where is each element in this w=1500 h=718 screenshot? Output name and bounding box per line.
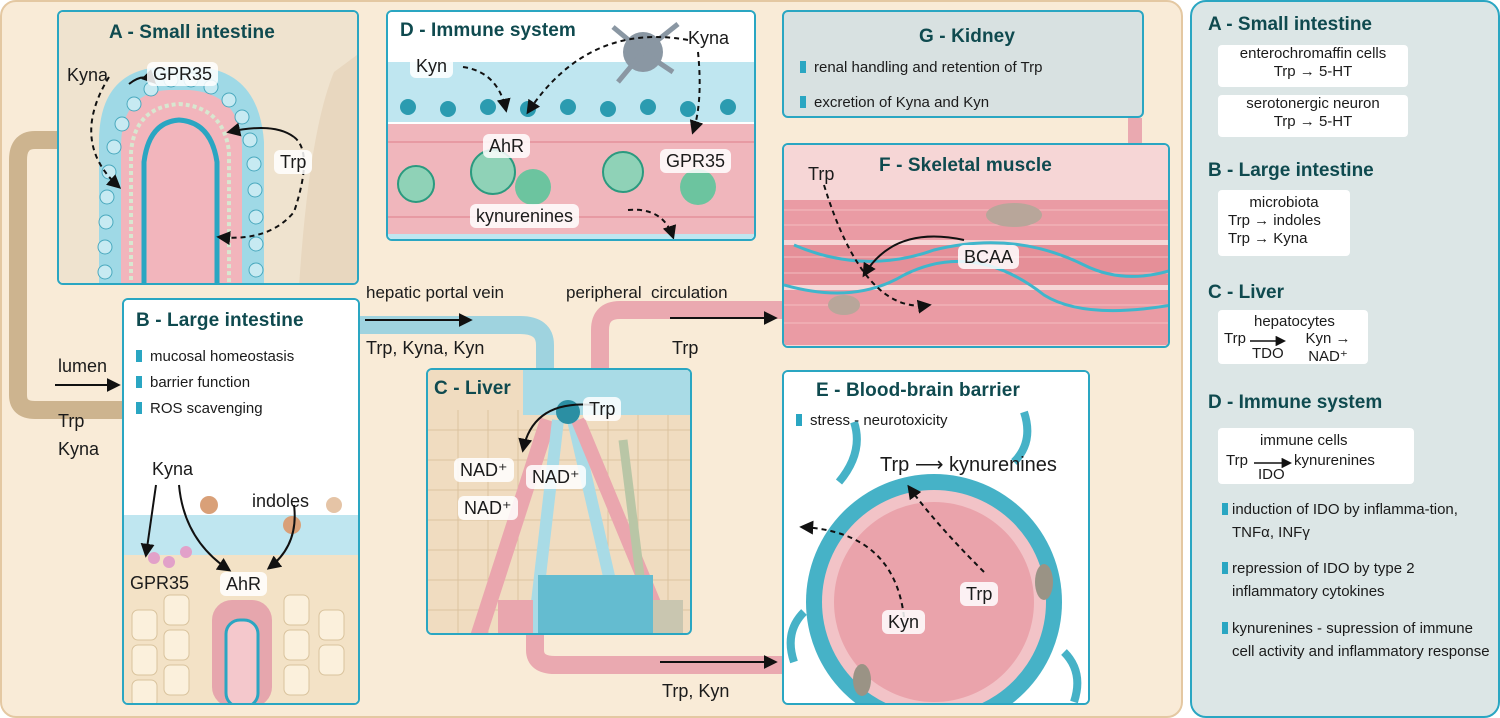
panel-b-title: B - Large intestine [136,310,304,331]
panel-large-intestine: B - Large intestine mucosal homeostasis … [122,298,360,705]
panel-c-nad-2: NAD⁺ [526,465,586,489]
panel-b-bullet-3: ROS scavenging [136,400,263,418]
large-intestine-illustration [124,300,358,703]
panel-d-gpr35-label: GPR35 [660,149,732,173]
panel-small-intestine: A - Small intestine Kyna GPR35 Trp [57,10,359,285]
kidney-vessel [1128,118,1142,148]
panel-liver: C - Liver Trp NAD⁺ NAD⁺ NAD⁺ [426,368,692,635]
panel-f-title: F - Skeletal muscle [879,155,1052,176]
sidebar-a-heading: A - Small intestine [1208,14,1372,35]
panel-g-title: G - Kidney [919,26,1016,47]
sidebar-d-heading: D - Immune system [1208,392,1383,413]
bottom-vessel [526,630,785,674]
sidebar-a-box-1: enterochromaffin cells Trp → 5-HT [1218,45,1408,87]
panel-e-bullet-1: stress - neurotoxicity [796,412,948,430]
panel-d-title: D - Immune system [400,20,576,41]
lumen-trp-label: Trp [58,411,85,431]
panel-c-trp-label: Trp [583,397,622,421]
sidebar-c-bottom: TDO [1252,345,1284,362]
sidebar-c-box: hepatocytes Trp Kyn → NAD⁺ TDO [1218,310,1368,365]
sidebar-c-mid: Kyn → NAD⁺ [1305,330,1351,365]
panel-b-ahr-label: AhR [220,572,268,596]
panel-a-title: A - Small intestine [109,22,275,43]
panel-c-title: C - Liver [434,378,511,399]
sidebar-a-box-1-line-2: Trp → 5-HT [1273,63,1353,80]
panel-b-kyna-label: Kyna [152,459,194,479]
sidebar-d-bottom: IDO [1258,466,1285,483]
panel-skeletal-muscle: F - Skeletal muscle Trp BCAA [782,143,1170,348]
panel-d-kynurenines-label: kynurenines [470,204,580,228]
sidebar-b-line-2: Trp → indoles [1228,212,1321,229]
sidebar-c-left: Trp [1224,330,1246,347]
sidebar-a-box-2-line-1: serotonergic neuron [1246,95,1380,112]
panel-immune-system: D - Immune system Kyn Kyna AhR GPR35 kyn… [386,10,756,241]
panel-d-kyna-label: Kyna [688,28,730,48]
panel-e-kyn-label: Kyn [882,610,926,634]
panel-c-nad-1: NAD⁺ [454,458,514,482]
panel-f-bcaa-label: BCAA [958,245,1020,269]
peripheral-vessel [591,301,785,390]
sidebar-b-box: microbiota Trp → indoles Trp → Kyna [1218,190,1350,256]
panel-d-ahr-label: AhR [483,134,531,158]
sidebar-b-line-1: microbiota [1249,194,1319,211]
panel-f-trp-label: Trp [808,164,835,184]
panel-d-kyn-label: Kyn [410,54,454,78]
sidebar-b-heading: B - Large intestine [1208,160,1374,181]
sidebar-d-box: immune cells Trp kynurenines IDO [1218,428,1414,484]
sidebar-c-heading: C - Liver [1208,282,1285,303]
panel-kidney: G - Kidney renal handling and retention … [782,10,1144,118]
panel-b-bullet-2: barrier function [136,374,250,392]
sidebar-d-bullet-1: induction of IDO by inflamma-tion, TNFα,… [1222,498,1492,544]
bottom-cargo-label: Trp, Kyn [662,681,730,701]
panel-a-gpr35-label: GPR35 [147,62,219,86]
panel-a-trp-label: Trp [274,150,313,174]
panel-b-indoles-label: indoles [252,491,310,511]
lumen-tube [8,131,125,419]
peripheral-cargo-label: Trp [672,338,699,358]
panel-e-title: E - Blood-brain barrier [816,380,1020,401]
sidebar-c-top: hepatocytes [1254,313,1335,330]
sidebar-d-left: Trp [1226,452,1248,469]
sidebar-d-top: immune cells [1260,432,1348,449]
panel-a-kyna-label: Kyna [67,65,109,85]
sidebar-d-mid: kynurenines [1294,452,1375,469]
sidebar-d-bullet-3: kynurenines - supression of immune cell … [1222,617,1492,663]
panel-b-bullet-1: mucosal homeostasis [136,348,294,366]
panel-b-gpr35-label: GPR35 [130,573,190,593]
portal-vein-label: hepatic portal vein [366,283,504,302]
sidebar-d-bullet-2: repression of IDO by type 2 inflammatory… [1222,557,1492,603]
sidebar-c-arrow [1250,336,1287,346]
panel-g-bullet-1: renal handling and retention of Trp [800,59,1043,77]
panel-g-bullet-2: excretion of Kyna and Kyn [800,94,989,112]
sidebar-a-box-2: serotonergic neuron Trp → 5-HT [1218,95,1408,137]
sidebar-a-box-1-line-1: enterochromaffin cells [1239,45,1387,62]
small-intestine-illustration [59,12,357,283]
panel-blood-brain-barrier: E - Blood-brain barrier stress - neuroto… [782,370,1090,705]
portal-cargo-label: Trp, Kyna, Kyn [366,338,485,358]
lumen-kyna-label: Kyna [58,439,100,459]
sidebar-a-box-2-line-2: Trp → 5-HT [1273,113,1353,130]
sidebar-d-arrow [1254,458,1293,468]
peripheral-circulation-label: peripheral circulation [566,283,728,302]
lumen-label: lumen [58,356,108,376]
panel-c-nad-3: NAD⁺ [458,496,518,520]
panel-e-trp-label: Trp [960,582,999,606]
immune-system-illustration [388,12,754,239]
hepatic-portal-vein [360,316,554,390]
sidebar-b-line-3: Trp → Kyna [1228,230,1308,247]
panel-e-trp-kynurenines: Trp ⟶ kynurenines [880,454,1057,476]
